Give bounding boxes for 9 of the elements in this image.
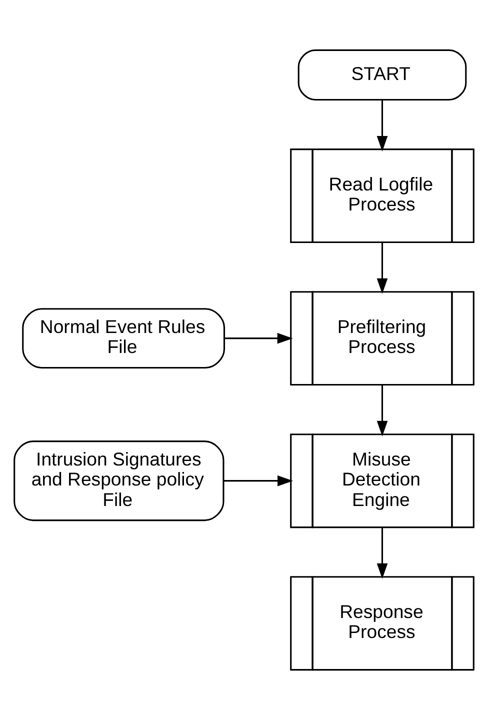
arrow (376, 243, 388, 294)
node-box: Normal Event Rules File (22, 308, 226, 369)
arrow (376, 100, 388, 152)
arrow (224, 475, 294, 486)
arrow (376, 528, 388, 579)
node-box: Intrusion Signatures and Response policy File (14, 440, 224, 522)
node-box: START (298, 49, 467, 101)
arrow (376, 386, 388, 436)
arrow (224, 332, 293, 344)
